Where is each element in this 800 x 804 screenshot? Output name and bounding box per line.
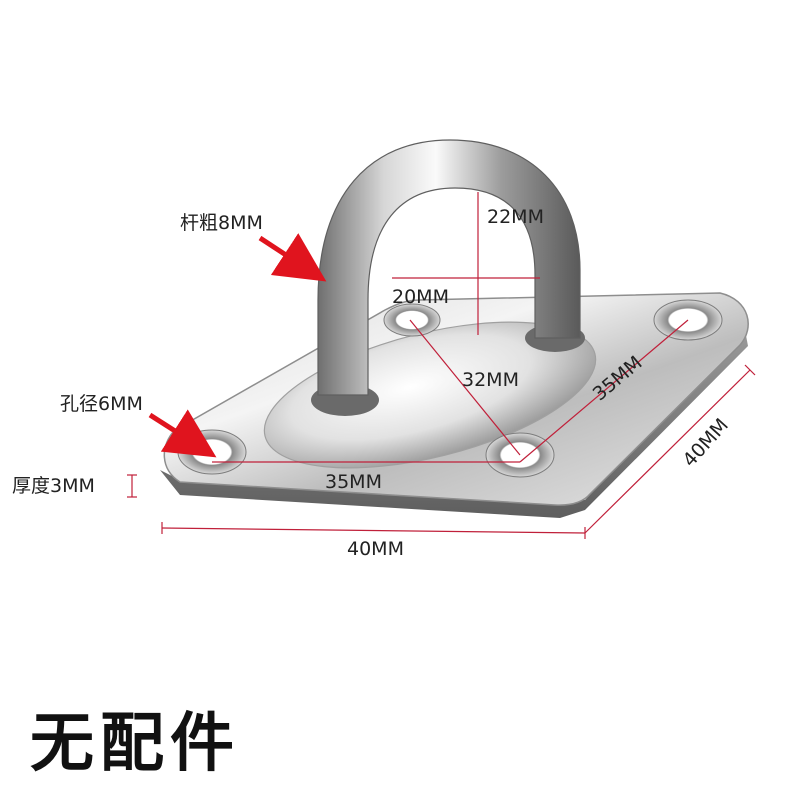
dimension-lines [127,192,756,539]
caption-no-accessories: 无配件 [30,707,240,781]
rod-thickness-label: 杆粗8MM [180,212,263,234]
rod-arrow [258,233,327,282]
u-loop [317,139,581,396]
hole-diameter-label: 孔径6MM [60,393,143,415]
base-diagonal-label: 32MM [462,369,519,391]
hole-arrow [148,409,217,458]
plate-thickness-label: 厚度3MM [12,475,95,497]
mounting-hole-top [383,303,441,337]
loop-height-label: 22MM [487,206,544,228]
overall-width-label: 40MM [347,538,404,560]
loop-width-label: 20MM [392,286,449,308]
hole-spacing-horizontal-label: 35MM [325,471,382,493]
